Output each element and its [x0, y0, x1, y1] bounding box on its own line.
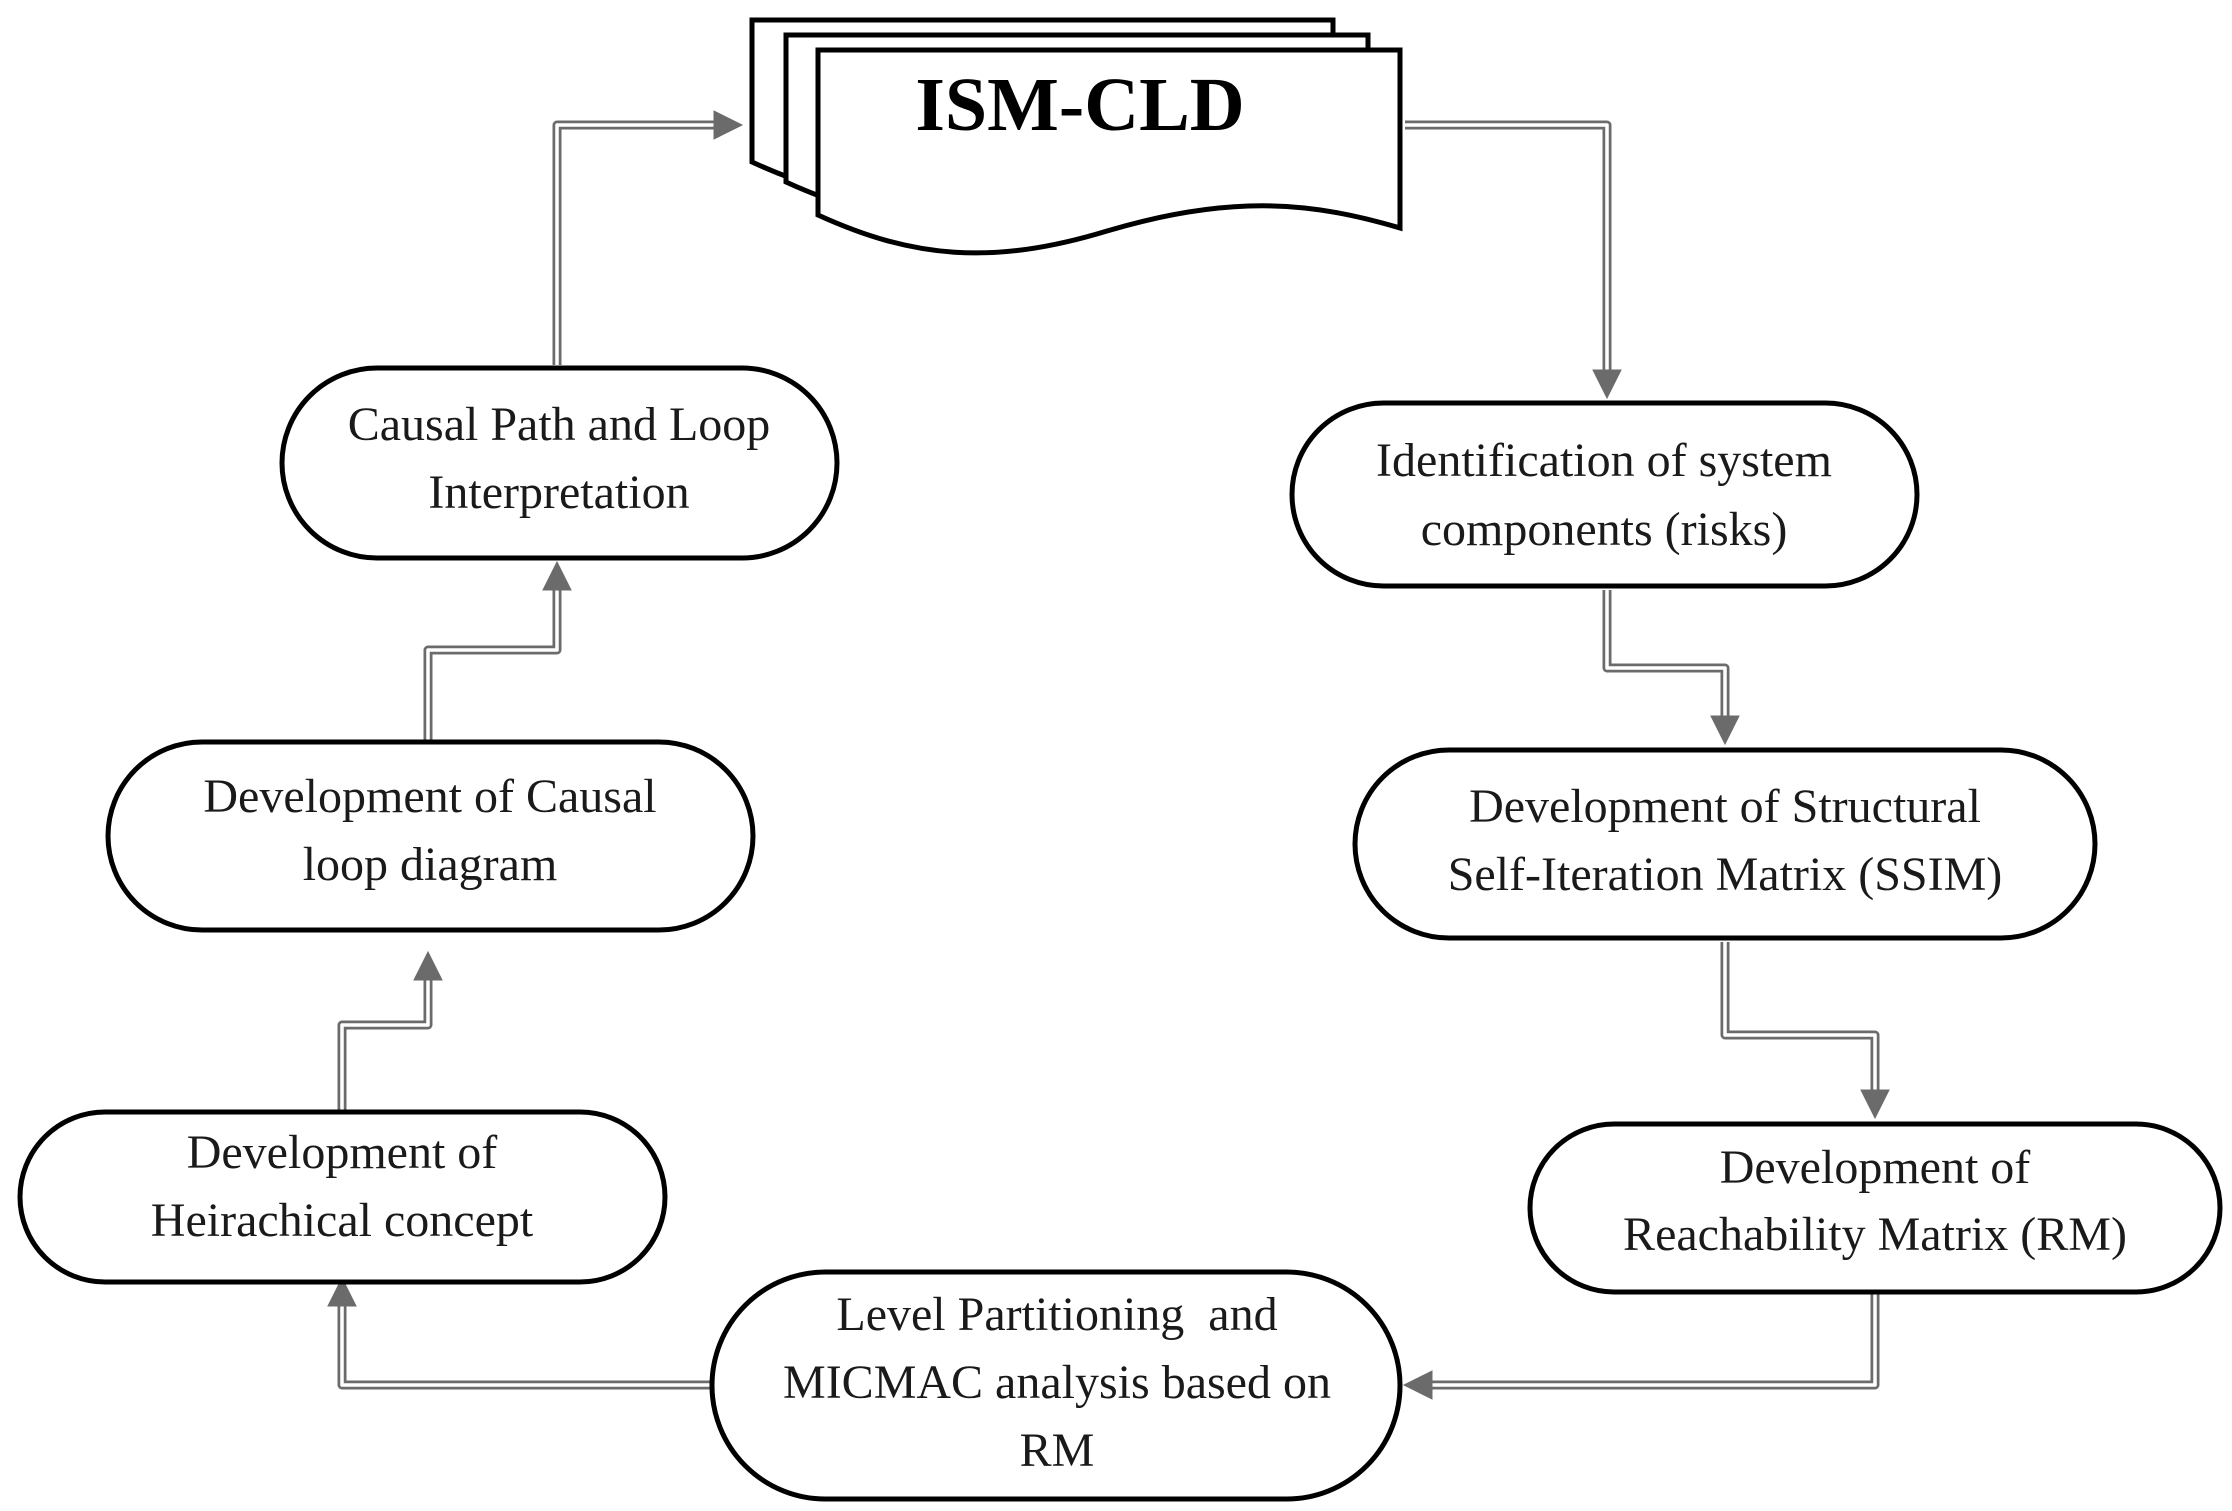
- connector-causal-path-to-title: [552, 110, 744, 365]
- connector-identification-to-ssim: [1602, 590, 1740, 746]
- node-hierarchical-line-2: Heirachical concept: [151, 1194, 534, 1247]
- node-reachability: Development of Reachability Matrix (RM): [1527, 1121, 2223, 1295]
- connector-ssim-to-reachability: [1720, 942, 1890, 1120]
- node-hierarchical-line-1: Development of: [187, 1126, 498, 1179]
- node-identification: Identification of system components (ris…: [1289, 400, 1920, 589]
- connector-hierarchical-to-causal-loop: [337, 950, 443, 1110]
- node-ssim: Development of Structural Self-Iteration…: [1352, 747, 2098, 941]
- connector-reachability-to-level-partitioning: [1402, 1290, 1880, 1400]
- node-hierarchical: Development of Heirachical concept: [17, 1109, 668, 1285]
- node-causal-loop-line-1: Development of Causal: [203, 770, 656, 823]
- node-causal-path-line-1: Causal Path and Loop: [348, 398, 771, 451]
- node-level-partitioning-line-3: RM: [1020, 1424, 1095, 1477]
- connector-title-to-identification: [1405, 120, 1622, 400]
- node-identification-line-1: Identification of system: [1376, 434, 1832, 487]
- node-level-partitioning-line-2: MICMAC analysis based on: [783, 1356, 1331, 1409]
- document-page-front: [815, 47, 1403, 256]
- node-causal-path: Causal Path and Loop Interpretation: [279, 365, 840, 561]
- node-reachability-line-2: Reachability Matrix (RM): [1623, 1208, 2127, 1261]
- node-causal-loop-line-2: loop diagram: [303, 838, 558, 891]
- node-identification-line-2: components (risks): [1421, 503, 1788, 556]
- node-causal-loop: Development of Causal loop diagram: [105, 739, 756, 933]
- node-level-partitioning: Level Partitioning and MICMAC analysis b…: [709, 1269, 1403, 1502]
- connector-causal-loop-to-causal-path: [423, 560, 572, 740]
- title-document-stack: ISM-CLD: [749, 17, 1403, 256]
- node-reachability-line-1: Development of: [1720, 1141, 2031, 1194]
- node-ssim-line-2: Self-Iteration Matrix (SSIM): [1448, 848, 2003, 901]
- diagram-title: ISM-CLD: [915, 63, 1244, 147]
- node-level-partitioning-line-1: Level Partitioning and: [836, 1288, 1277, 1341]
- node-causal-path-line-2: Interpretation: [428, 466, 689, 519]
- connector-level-partitioning-to-hierarchical: [327, 1276, 712, 1390]
- node-ssim-line-1: Development of Structural: [1469, 780, 1981, 833]
